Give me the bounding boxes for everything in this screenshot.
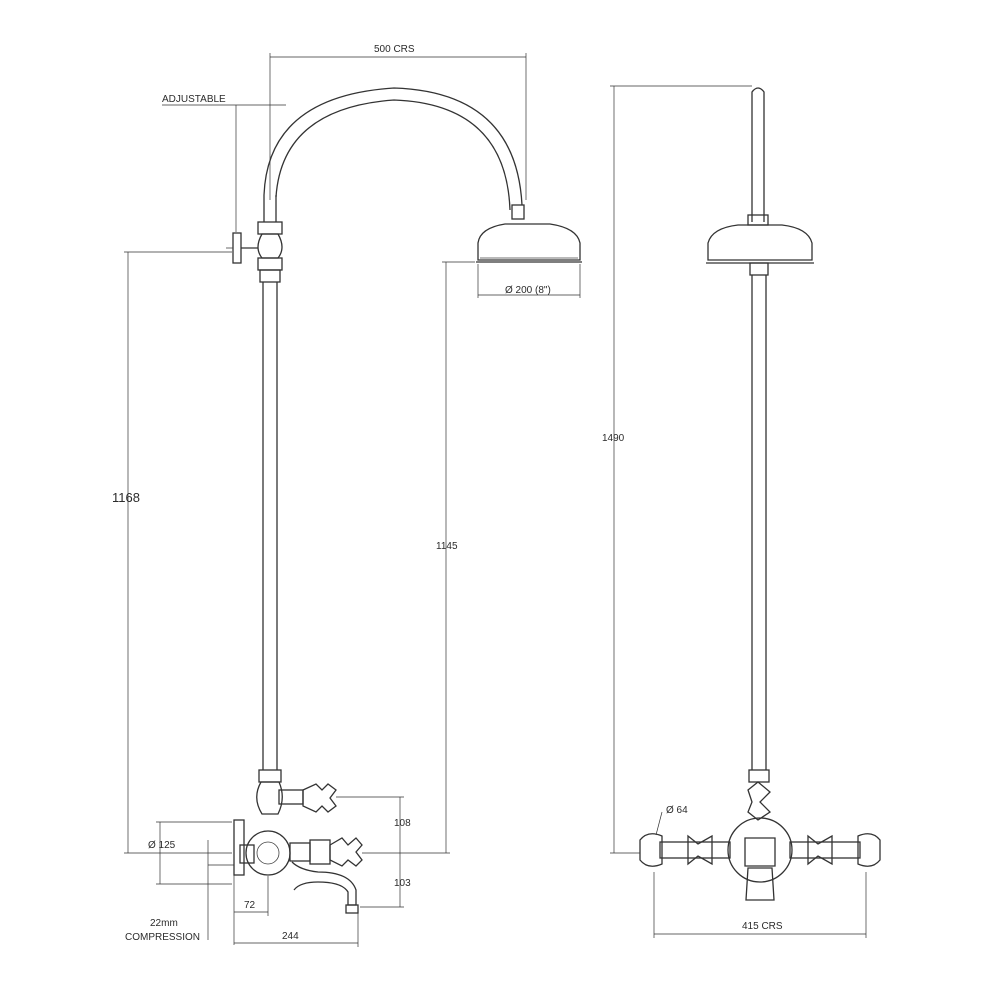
dim-72-label: 72 xyxy=(244,900,256,911)
crs-top-label: 500 CRS xyxy=(374,44,415,55)
adjustable-label: ADJUSTABLE xyxy=(162,94,226,105)
riser-pipe xyxy=(262,195,278,770)
arch-arm xyxy=(263,87,525,220)
front-riser-pipe xyxy=(751,87,767,770)
diverter-fitting xyxy=(256,769,337,815)
pipe-size-label: 22mm xyxy=(150,918,178,929)
height-left-label: 1168 xyxy=(112,490,140,505)
height-mid-label: 1145 xyxy=(436,541,458,552)
head-diameter-label: Ø 200 (8") xyxy=(505,285,551,296)
height-labels: 1168 1145 1490 xyxy=(112,433,625,552)
dim-244-label: 244 xyxy=(282,931,299,942)
front-shower-head xyxy=(706,214,814,276)
wall-diameter-label: Ø 125 xyxy=(148,840,176,851)
compression-label: COMPRESSION xyxy=(125,932,200,943)
front-view xyxy=(639,87,881,901)
side-view xyxy=(226,87,582,914)
valve-body xyxy=(233,819,363,876)
elbow-diameter-label: Ø 64 xyxy=(666,805,688,816)
dim-108-label: 108 xyxy=(394,818,411,829)
crs-bottom-label: 415 CRS xyxy=(742,921,783,932)
shower-head xyxy=(476,223,582,263)
dim-103-label: 103 xyxy=(394,878,411,889)
bath-spout xyxy=(291,861,359,914)
dimension-labels: 500 CRS ADJUSTABLE Ø 200 (8") Ø 125 108 … xyxy=(125,44,783,943)
height-right-label: 1490 xyxy=(602,433,625,444)
wall-bracket xyxy=(226,221,283,283)
dimension-lines xyxy=(124,53,867,947)
front-valve-assembly xyxy=(639,769,881,901)
